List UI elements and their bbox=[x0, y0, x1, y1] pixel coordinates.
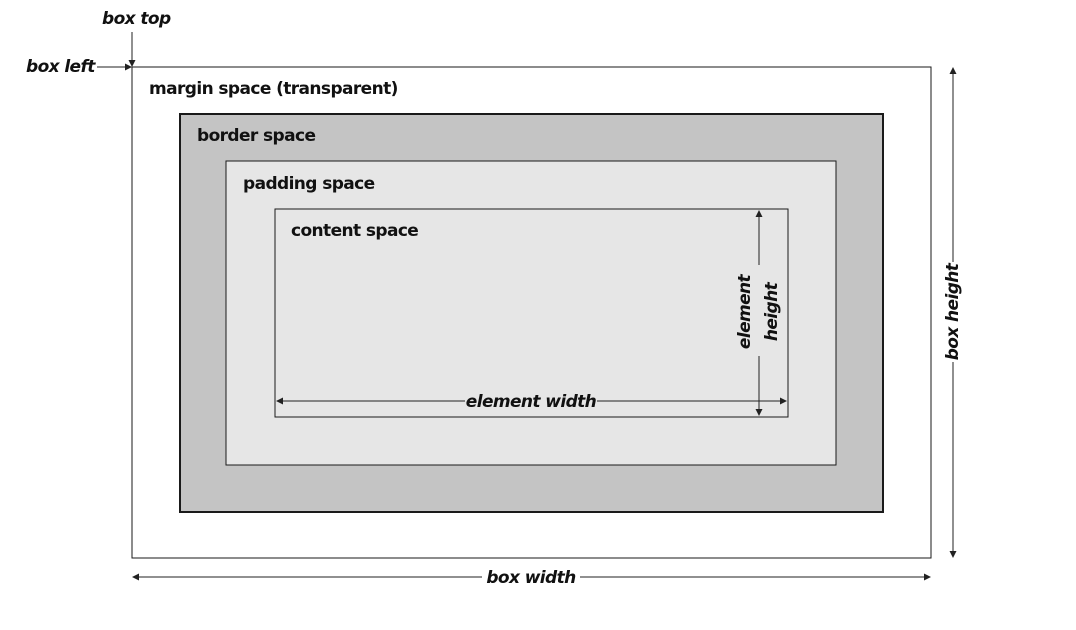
element-height-label-line1: element bbox=[735, 273, 755, 349]
element-width-arrowhead-left bbox=[276, 397, 283, 405]
box-top-label: box top bbox=[102, 9, 171, 29]
margin-space-label: margin space (transparent) bbox=[149, 79, 398, 99]
border-space-label: border space bbox=[197, 126, 315, 146]
element-height-arrowhead-top bbox=[755, 210, 763, 217]
box-left-label: box left bbox=[26, 57, 96, 77]
box-left-arrowhead bbox=[125, 63, 132, 71]
element-width-arrowhead-right bbox=[780, 397, 787, 405]
content-box bbox=[274, 208, 789, 418]
element-height-arrowhead-bottom bbox=[755, 409, 763, 416]
box-height-arrowhead-top bbox=[949, 67, 957, 74]
box-height-label: box height bbox=[943, 262, 963, 360]
padding-space-label: padding space bbox=[243, 174, 375, 194]
element-width-label: element width bbox=[466, 392, 597, 412]
box-height-arrowhead-bottom bbox=[949, 551, 957, 558]
box-width-label: box width bbox=[486, 568, 576, 588]
box-top-arrowhead bbox=[128, 60, 136, 67]
element-height-label-line2: height bbox=[762, 281, 782, 341]
box-width-arrowhead-left bbox=[132, 573, 139, 581]
box-width-arrowhead-right bbox=[924, 573, 931, 581]
content-space-label: content space bbox=[291, 221, 418, 241]
